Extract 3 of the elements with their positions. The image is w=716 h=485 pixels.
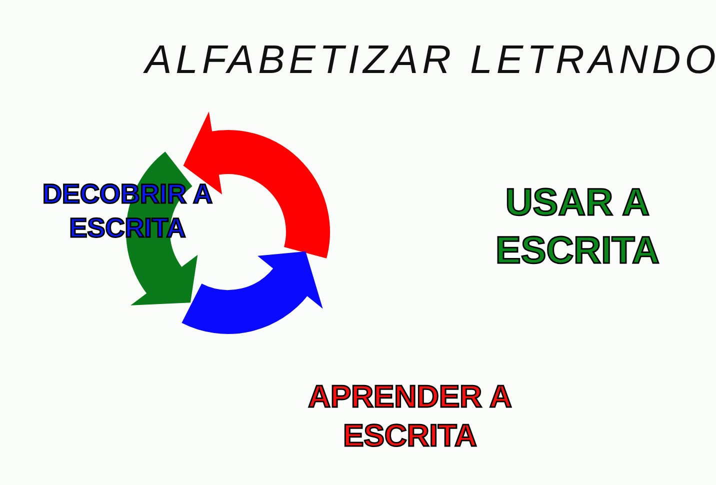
title: ALFABETIZAR LETRANDO (145, 38, 716, 83)
stage-label: APRENDER A ESCRITA (307, 378, 513, 455)
stage-label: USAR A ESCRITA (494, 181, 660, 274)
